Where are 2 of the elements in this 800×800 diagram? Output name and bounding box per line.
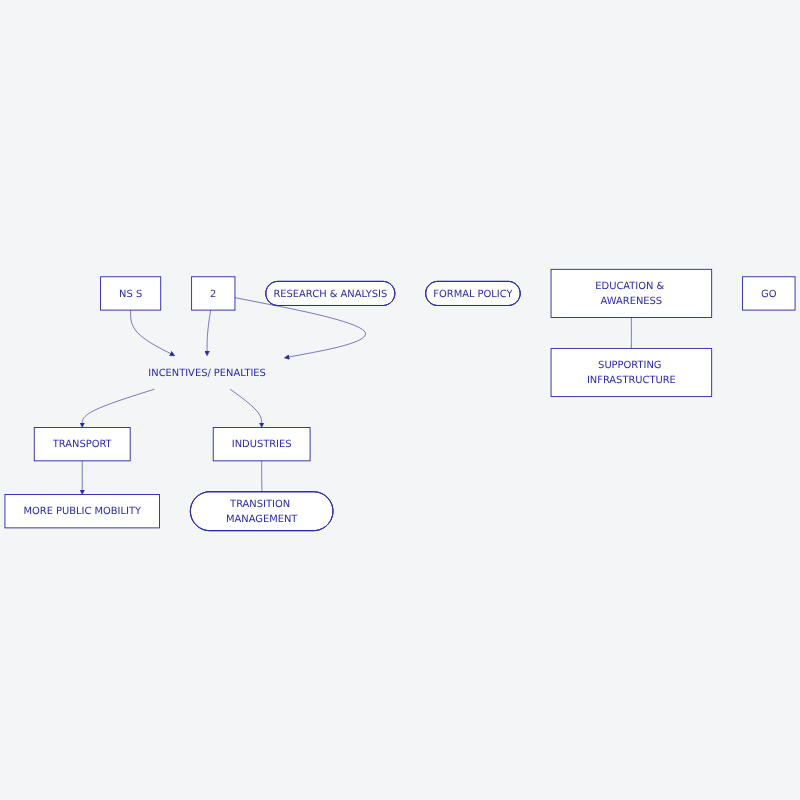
connector [261,460,263,493]
connector [631,317,632,349]
